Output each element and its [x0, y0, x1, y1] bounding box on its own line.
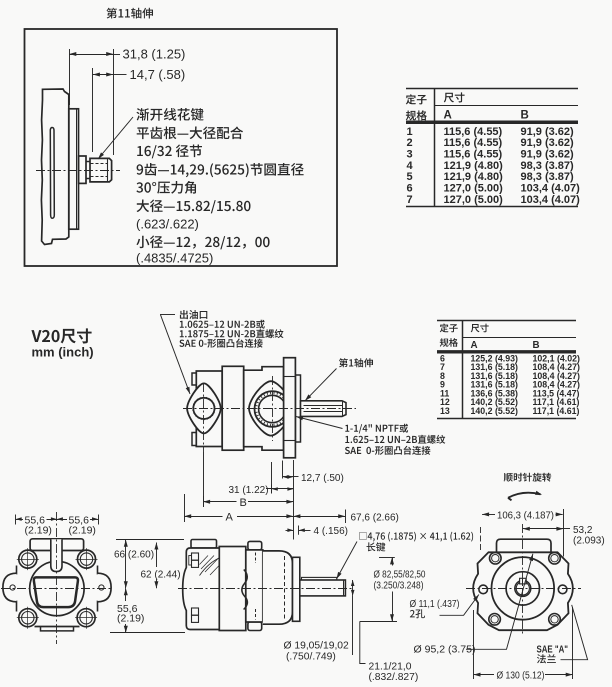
svg-text:7: 7 — [407, 194, 413, 206]
svg-text:127,0 (5.00): 127,0 (5.00) — [444, 194, 504, 206]
svg-text:(.750/.749): (.750/.749) — [286, 651, 336, 662]
svg-text:91,9 (3.62): 91,9 (3.62) — [521, 137, 575, 149]
svg-text:1: 1 — [407, 126, 413, 138]
svg-text:5: 5 — [407, 171, 413, 183]
svg-text:121,9 (4.80): 121,9 (4.80) — [444, 160, 504, 172]
svg-text:115,6 (4.55): 115,6 (4.55) — [444, 126, 503, 138]
svg-text:131,6 (5.18): 131,6 (5.18) — [471, 371, 519, 381]
svg-text:66 (2.60): 66 (2.60) — [114, 549, 154, 560]
svg-text:(3.250/3.248): (3.250/3.248) — [374, 580, 424, 591]
svg-text:98,3 (3.87): 98,3 (3.87) — [521, 160, 575, 172]
svg-text:98,3 (3.87): 98,3 (3.87) — [521, 171, 575, 183]
svg-text:(2.19): (2.19) — [69, 525, 96, 537]
svg-text:mm (inch): mm (inch) — [32, 345, 94, 360]
svg-text:131,6 (5.18): 131,6 (5.18) — [471, 362, 519, 372]
svg-text:3: 3 — [407, 149, 413, 161]
svg-text:Ø 19,05/19,02: Ø 19,05/19,02 — [284, 640, 350, 651]
svg-text:11: 11 — [440, 388, 449, 398]
svg-text:4: 4 — [407, 160, 414, 172]
svg-text:108,4 (4.27): 108,4 (4.27) — [533, 362, 581, 372]
svg-text:A: A — [471, 340, 478, 351]
svg-text:21.1/21,0: 21.1/21,0 — [369, 662, 412, 673]
svg-text:55,6: 55,6 — [69, 514, 90, 526]
svg-text:31,8 (1.25): 31,8 (1.25) — [123, 47, 186, 62]
svg-text:103,4 (4.07): 103,4 (4.07) — [521, 194, 581, 206]
svg-text:136,6 (5.38): 136,6 (5.38) — [471, 388, 519, 398]
svg-text:2: 2 — [407, 137, 413, 149]
svg-text:8: 8 — [440, 371, 445, 381]
svg-text:6: 6 — [440, 354, 445, 364]
svg-text:125,2 (4.93): 125,2 (4.93) — [471, 354, 519, 364]
svg-text:91,9 (3.62): 91,9 (3.62) — [521, 126, 575, 138]
svg-text:14,7 (.58): 14,7 (.58) — [130, 67, 186, 82]
svg-text:106,3 (4.187): 106,3 (4.187) — [497, 510, 554, 521]
svg-text:Ø 82,55/82,50: Ø 82,55/82,50 — [374, 569, 426, 580]
svg-text:A: A — [444, 110, 452, 122]
svg-text:12,7 (.50): 12,7 (.50) — [301, 473, 344, 484]
svg-text:(.4835/.4725): (.4835/.4725) — [136, 251, 213, 266]
svg-text:(2.19): (2.19) — [25, 525, 52, 537]
svg-text:62 (2.44): 62 (2.44) — [141, 569, 181, 580]
svg-text:102,1 (4.02): 102,1 (4.02) — [533, 354, 581, 364]
svg-text:7: 7 — [440, 362, 445, 372]
svg-text:9: 9 — [440, 380, 445, 390]
svg-text:12: 12 — [440, 397, 450, 407]
svg-text:55,6: 55,6 — [25, 514, 46, 526]
svg-text:55,6: 55,6 — [117, 603, 138, 615]
svg-text:B: B — [521, 110, 529, 122]
svg-text:B: B — [533, 340, 540, 351]
svg-text:117,1 (4.61): 117,1 (4.61) — [533, 397, 580, 407]
svg-text:67,6 (2.66): 67,6 (2.66) — [351, 512, 399, 523]
svg-text:(2.19): (2.19) — [117, 613, 144, 625]
svg-text:91,9 (3.62): 91,9 (3.62) — [521, 149, 575, 161]
svg-text:(.832/.827): (.832/.827) — [369, 672, 419, 683]
svg-text:Ø 11,1 (.437): Ø 11,1 (.437) — [410, 599, 460, 610]
svg-text:B: B — [240, 497, 247, 509]
svg-text:SAE "A": SAE "A" — [537, 645, 569, 656]
svg-text:103,4 (4.07): 103,4 (4.07) — [521, 183, 581, 195]
svg-text:53,2: 53,2 — [573, 525, 593, 536]
svg-text:113,5 (4.47): 113,5 (4.47) — [533, 388, 580, 398]
svg-text:(2.093): (2.093) — [573, 535, 605, 546]
svg-text:115,6 (4.55): 115,6 (4.55) — [444, 137, 503, 149]
svg-text:6: 6 — [407, 183, 413, 195]
svg-text:127,0 (5.00): 127,0 (5.00) — [444, 183, 504, 195]
svg-text:(.623/.622): (.623/.622) — [136, 217, 199, 232]
svg-text:117,1 (4.61): 117,1 (4.61) — [533, 406, 580, 416]
svg-text:131,6 (5.18): 131,6 (5.18) — [471, 380, 519, 390]
svg-text:A: A — [226, 511, 234, 523]
svg-text:140,2 (5.52): 140,2 (5.52) — [471, 397, 519, 407]
svg-text:108,4 (4.27): 108,4 (4.27) — [533, 380, 581, 390]
svg-text:140,2 (5.52): 140,2 (5.52) — [471, 406, 519, 416]
svg-text:Ø 95,2 (3.75): Ø 95,2 (3.75) — [414, 645, 476, 656]
svg-text:4 (.156): 4 (.156) — [314, 526, 348, 537]
svg-text:31 (1.22): 31 (1.22) — [229, 485, 269, 496]
svg-text:Ø 130 (5.12): Ø 130 (5.12) — [497, 671, 545, 682]
svg-text:115,6 (4.55): 115,6 (4.55) — [444, 149, 503, 161]
svg-text:121,9 (4.80): 121,9 (4.80) — [444, 171, 504, 183]
svg-text:108,4 (4.27): 108,4 (4.27) — [533, 371, 581, 381]
svg-text:13: 13 — [440, 406, 450, 416]
